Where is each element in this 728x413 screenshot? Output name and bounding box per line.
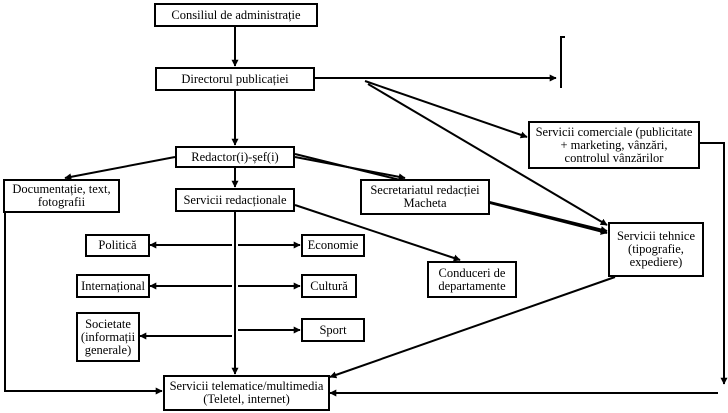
node-consiliu: Consiliul de administrație [154, 3, 318, 27]
node-sport-label: Sport [319, 322, 347, 337]
node-conduceri: Conduceri de departamente [427, 261, 517, 298]
edge-tehnice-telematice [329, 276, 616, 379]
node-servicii-tehnice: Servicii tehnice (tipografie, expediere) [608, 222, 704, 277]
edge-redactor-secretariat [294, 156, 406, 181]
node-director-label: Directorul publicației [181, 71, 289, 86]
node-international: Internațional [76, 274, 150, 298]
node-cultura: Cultură [301, 274, 357, 298]
node-servicii-redactionale: Servicii redacționale [175, 188, 295, 212]
node-politica: Politică [85, 234, 150, 257]
edge-documentatie-telematice [4, 213, 163, 395]
node-servicii-redactionale-label: Servicii redacționale [183, 192, 287, 207]
node-documentatie-label: Documentație, text, fotografii [12, 182, 111, 209]
node-redactor: Redactor(i)-șef(i) [175, 146, 295, 168]
node-societate-label: Societate (informații generale) [80, 316, 136, 357]
node-societate: Societate (informații generale) [76, 312, 140, 362]
node-telematice: Servicii telematice/multimedia (Teletel,… [163, 375, 330, 411]
node-servicii-comerciale: Servicii comerciale (publicitate + marke… [528, 121, 700, 169]
node-servicii-comerciale-label: Servicii comerciale (publicitate + marke… [535, 124, 693, 165]
node-conduceri-label: Conduceri de departamente [438, 265, 506, 293]
node-telematice-label: Servicii telematice/multimedia (Teletel,… [169, 379, 324, 406]
edge-director-tehnice [367, 83, 608, 226]
node-sport: Sport [301, 318, 365, 342]
edge-director-comerciale [364, 80, 528, 139]
node-secretariat-label: Secretariatul redacției Macheta [370, 183, 480, 210]
node-economie: Economie [301, 234, 365, 257]
bracket-mark [560, 36, 565, 88]
node-director: Directorul publicației [155, 67, 315, 91]
node-servicii-tehnice-label: Servicii tehnice (tipografie, expediere) [616, 229, 696, 269]
node-secretariat: Secretariatul redacției Macheta [360, 179, 490, 215]
node-international-label: Internațional [81, 278, 145, 293]
edge-secretariat-tehnice [489, 202, 608, 235]
edge-comerciale-right [700, 142, 725, 380]
node-documentatie: Documentație, text, fotografii [3, 179, 120, 213]
node-consiliu-label: Consiliul de administrație [171, 7, 301, 22]
node-cultura-label: Cultură [310, 278, 348, 293]
node-politica-label: Politică [98, 238, 137, 252]
edge-redactionale-conduceri [294, 204, 461, 262]
node-economie-label: Economie [307, 238, 359, 252]
edge-redactor-documentatie [64, 156, 176, 181]
node-redactor-label: Redactor(i)-șef(i) [191, 149, 279, 164]
